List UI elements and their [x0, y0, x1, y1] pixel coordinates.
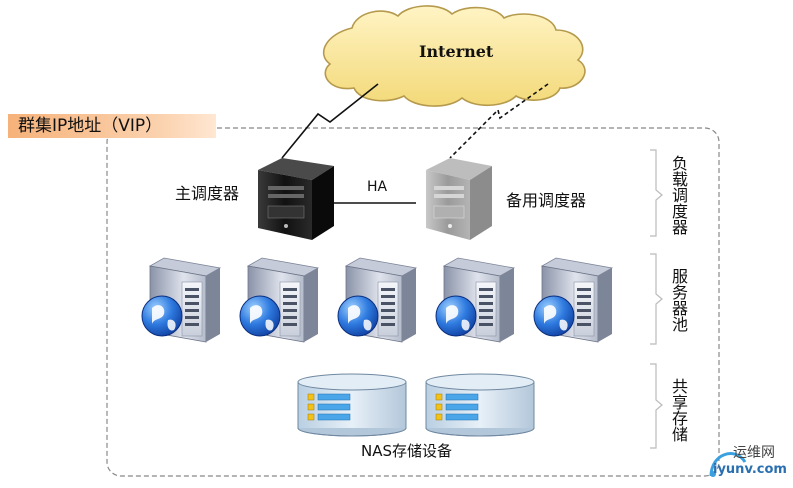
- nas-disk-icon: [297, 373, 407, 437]
- globe-icon: [337, 295, 379, 337]
- internet-link-primary: [281, 83, 379, 159]
- internet-cloud: [322, 5, 586, 107]
- nas-storage-label: NAS存储设备: [361, 442, 453, 460]
- server-icon: [141, 257, 222, 343]
- server-icon: [337, 257, 418, 343]
- watermark-logo-icon: [709, 452, 747, 477]
- ha-label: HA: [367, 179, 388, 195]
- internet-link-backup: [449, 83, 549, 159]
- tier-brackets: [650, 149, 663, 449]
- watermark-url: iyunv.com: [713, 462, 787, 477]
- primary-scheduler-icon: [258, 158, 334, 240]
- primary-scheduler-label: 主调度器: [175, 184, 240, 203]
- globe-icon: [239, 295, 281, 337]
- watermark-site-name: 运维网: [733, 445, 775, 461]
- tier-label-server-pool: 服务器池: [669, 268, 688, 332]
- globe-icon: [533, 295, 575, 337]
- server-pool: [141, 257, 614, 343]
- cluster-boundary: [106, 127, 720, 477]
- watermark: 运维网 iyunv.com: [705, 440, 791, 484]
- server-icon: [435, 257, 516, 343]
- bracket-server-pool: [650, 253, 663, 345]
- globe-icon: [435, 295, 477, 337]
- server-icon: [239, 257, 320, 343]
- backup-scheduler-icon: [426, 158, 492, 240]
- tier-label-scheduler: 负载调度器: [669, 155, 688, 235]
- vip-label: 群集IP地址（VIP）: [8, 114, 216, 138]
- bracket-storage: [650, 363, 663, 449]
- tier-label-storage: 共享存储: [669, 378, 688, 442]
- nas-disk-icon: [425, 373, 535, 437]
- bracket-scheduler: [650, 149, 663, 237]
- internet-label: Internet: [419, 42, 494, 61]
- backup-scheduler-label: 备用调度器: [506, 191, 587, 210]
- server-icon: [533, 257, 614, 343]
- globe-icon: [141, 295, 183, 337]
- storage-group: [297, 373, 535, 437]
